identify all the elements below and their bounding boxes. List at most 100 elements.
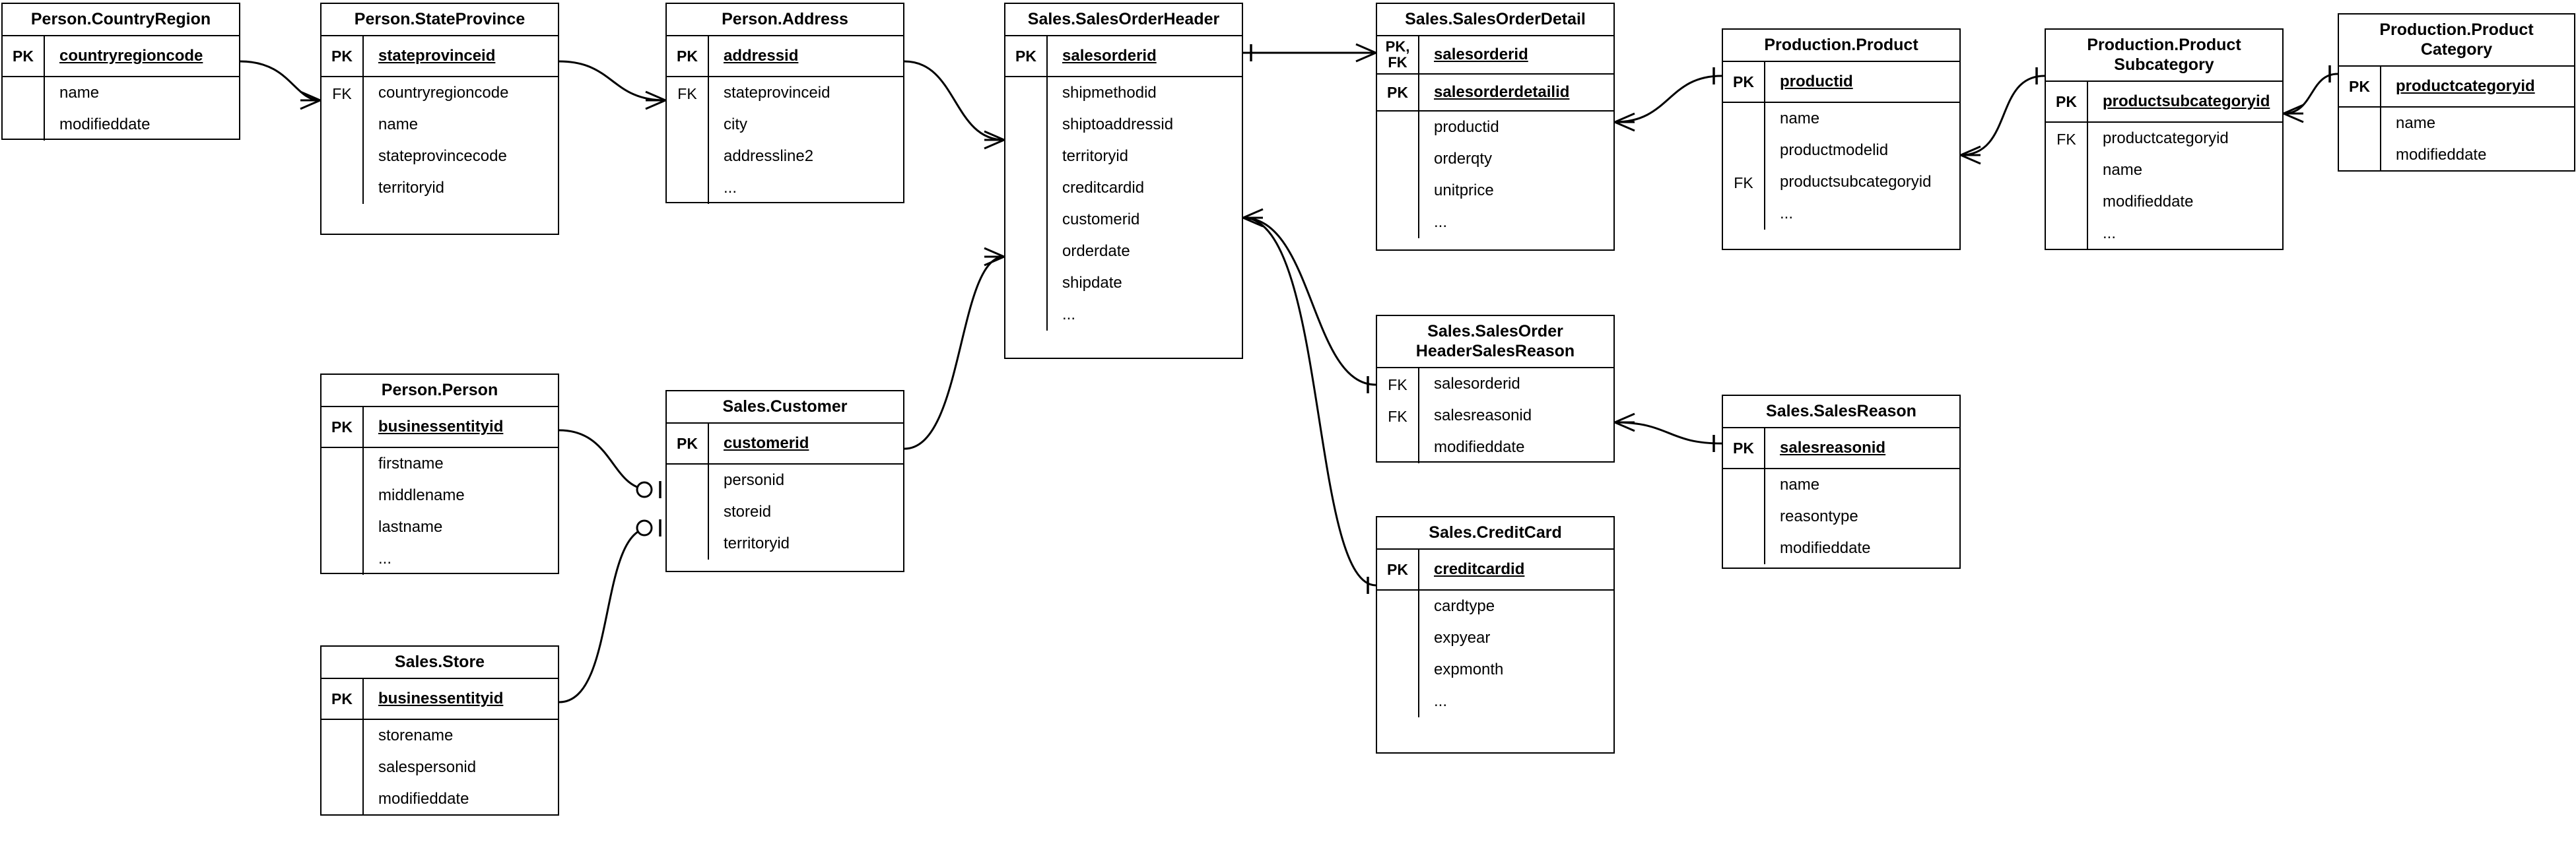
entity-sales-salesorderheader[interactable]: Sales.SalesOrderHeader PK salesorderid s… <box>1004 3 1243 359</box>
attribute: modifieddate <box>59 115 151 133</box>
attribute-list: name modifieddate <box>45 77 239 141</box>
zero-circle-customer-store <box>636 519 653 537</box>
crowfoot-salesorderdetail <box>1355 43 1376 63</box>
field-name: salesreasonid <box>1780 439 1886 457</box>
attribute: shipmethodid <box>1062 84 1157 102</box>
pk-row: PK productcategoryid <box>2339 67 2574 108</box>
key-marker: PK <box>1723 428 1765 468</box>
entity-sales-customer[interactable]: Sales.Customer PK customerid personid st… <box>665 390 904 572</box>
attribute: salesorderid <box>1434 375 1520 393</box>
entity-sales-store[interactable]: Sales.Store PK businessentityid storenam… <box>320 645 559 816</box>
entity-person-countryregion[interactable]: Person.CountryRegion PK countryregioncod… <box>1 3 240 141</box>
entity-sales-salesreason[interactable]: Sales.SalesReason PK salesreasonid name … <box>1722 395 1961 569</box>
entity-title: Production.Product <box>1723 30 1959 62</box>
field-name: productid <box>1780 73 1853 90</box>
attribute: name <box>1780 476 1820 494</box>
entity-sales-creditcard[interactable]: Sales.CreditCard PK creditcardid cardtyp… <box>1376 516 1615 754</box>
field-name: salesorderid <box>1062 47 1157 65</box>
fk-marker: FK <box>332 85 352 102</box>
entity-title: Sales.SalesOrderDetail <box>1377 4 1613 36</box>
entity-production-productsubcategory[interactable]: Production.Product Subcategory PK produc… <box>2045 28 2284 250</box>
key-marker: PK <box>1377 550 1419 589</box>
attribute-list: stateprovinceid city addressline2 ... <box>709 77 903 204</box>
crowfoot-address <box>645 90 666 110</box>
attribute-list: name modifieddate <box>2381 108 2574 171</box>
key-column: FK <box>667 77 709 204</box>
attribute: cardtype <box>1434 597 1495 615</box>
attribute: productsubcategoryid <box>1780 173 1932 191</box>
pk-row: PK countryregioncode <box>3 36 239 77</box>
entity-sales-salesorderdetail[interactable]: Sales.SalesOrderDetail PK, FK salesorder… <box>1376 3 1615 251</box>
key-column: FK <box>322 77 364 204</box>
fk-marker: FK <box>2056 131 2076 148</box>
attribute-block: productid orderqty unitprice ... <box>1377 112 1613 238</box>
attribute-list: productid orderqty unitprice ... <box>1419 112 1613 238</box>
entity-production-productcategory[interactable]: Production.Product Category PK productca… <box>2338 13 2575 172</box>
attribute-block: personid storeid territoryid <box>667 465 903 560</box>
rel-address-salesorderheader <box>904 60 1005 141</box>
rel-salesorderdetail-product <box>1614 75 1722 123</box>
field-name: customerid <box>724 434 809 452</box>
field-name: salesorderid <box>1434 46 1528 63</box>
attribute: expmonth <box>1434 661 1504 678</box>
attribute-block: name reasontype modifieddate <box>1723 469 1959 564</box>
field-name: salesorderdetailid <box>1434 83 1570 101</box>
attribute: productcategoryid <box>2103 129 2229 147</box>
attribute-list: name reasontype modifieddate <box>1765 469 1959 564</box>
attribute-block: firstname middlename lastname ... <box>322 448 558 575</box>
entity-sales-salesorderheadersalesreason[interactable]: Sales.SalesOrder HeaderSalesReason FK FK… <box>1376 315 1615 463</box>
fk-marker: FK <box>1388 376 1407 393</box>
attribute: ... <box>1062 306 1076 323</box>
attribute: modifieddate <box>378 790 469 808</box>
attribute: orderdate <box>1062 242 1130 260</box>
entity-title: Person.Person <box>322 375 558 407</box>
attribute: ... <box>378 550 392 568</box>
crowfoot-soh-reasonlink <box>1242 208 1264 228</box>
entity-person-address[interactable]: Person.Address PK addressid FK stateprov… <box>665 3 904 204</box>
entity-title: Person.CountryRegion <box>3 4 239 36</box>
attribute: salespersonid <box>378 758 477 776</box>
entity-title: Person.Address <box>667 4 903 36</box>
field-name: addressid <box>724 47 799 65</box>
key-marker: PK <box>322 679 364 719</box>
crowfoot-salesorderdetail-product <box>1614 112 1635 132</box>
attribute: countryregioncode <box>378 84 509 102</box>
attribute: modifieddate <box>1434 438 1525 456</box>
crowfoot-reasonlink-salesreason <box>1614 412 1635 432</box>
attribute: reasontype <box>1780 507 1858 525</box>
attribute: firstname <box>378 455 444 472</box>
crowfoot-salesorderheader-customer <box>984 247 1005 267</box>
key-column <box>667 465 709 560</box>
attribute: storeid <box>724 503 772 521</box>
attribute-list: salesorderid salesreasonid modifieddate <box>1419 368 1613 463</box>
attribute: ... <box>1434 213 1448 231</box>
attribute-block: FK stateprovinceid city addressline2 ... <box>667 77 903 204</box>
attribute: city <box>724 115 747 133</box>
attribute: shiptoaddressid <box>1062 115 1174 133</box>
key-marker: PK <box>1377 75 1419 110</box>
entity-title: Sales.Customer <box>667 391 903 424</box>
field-name: businessentityid <box>378 690 504 707</box>
field-name: stateprovinceid <box>378 47 496 65</box>
attribute: addressline2 <box>724 147 814 165</box>
attribute: productmodelid <box>1780 141 1889 159</box>
attribute-block: FK FK salesorderid salesreasonid modifie… <box>1377 368 1613 463</box>
key-marker: PK <box>2046 82 2088 121</box>
key-column <box>2339 108 2381 171</box>
attribute: middlename <box>378 486 465 504</box>
entity-person-person[interactable]: Person.Person PK businessentityid firstn… <box>320 374 559 575</box>
attribute: expyear <box>1434 629 1491 647</box>
attribute: modifieddate <box>2103 193 2194 211</box>
entity-title: Production.Product Category <box>2339 15 2574 67</box>
entity-person-stateprovince[interactable]: Person.StateProvince PK stateprovinceid … <box>320 3 559 235</box>
attribute: creditcardid <box>1062 179 1145 197</box>
pk-row: PK businessentityid <box>322 407 558 448</box>
entity-production-product[interactable]: Production.Product PK productid FK name … <box>1722 28 1961 250</box>
field-name: productcategoryid <box>2396 77 2535 95</box>
pk-row: PK businessentityid <box>322 679 558 720</box>
rel-countryregion-stateprovince <box>240 60 321 102</box>
attribute: modifieddate <box>2396 146 2487 164</box>
fk-marker: FK <box>1734 174 1753 191</box>
attribute: shipdate <box>1062 274 1122 292</box>
